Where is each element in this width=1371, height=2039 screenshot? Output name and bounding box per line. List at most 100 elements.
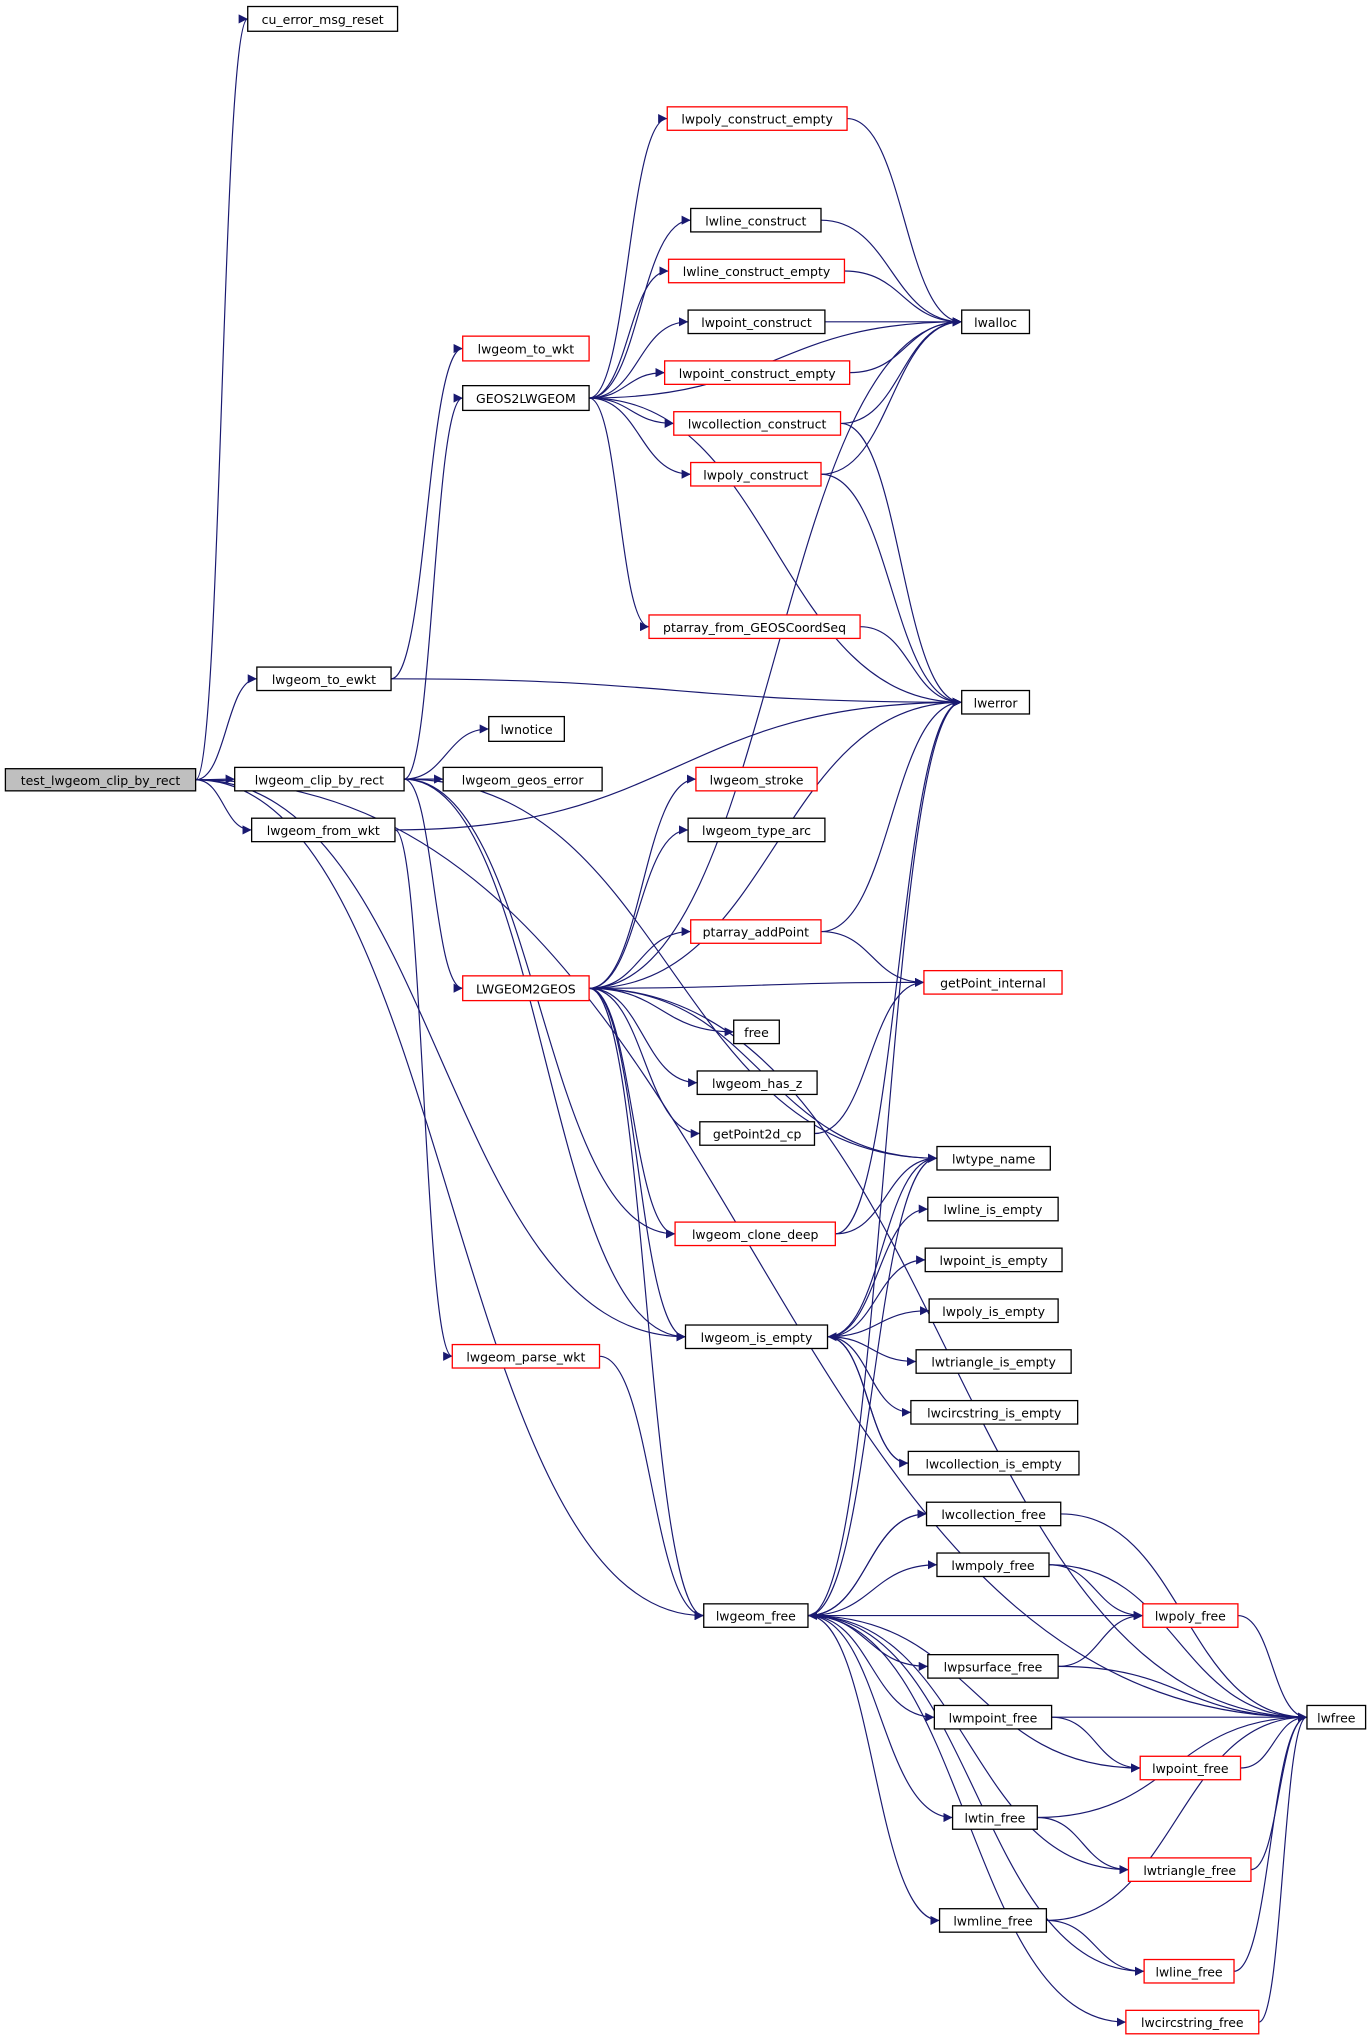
node-lwpoly-free[interactable]: lwpoly_free [1142,1603,1239,1628]
edge-lwgeom_free-to-lwline_free [807,1614,1145,1976]
node-label: lwpoly_construct [703,467,808,482]
node-lwcollection-is-empty[interactable]: lwcollection_is_empty [907,1450,1080,1476]
node-box [923,969,1063,995]
node-geos2lwgeom[interactable]: GEOS2LWGEOM [462,384,590,412]
edge-lwcollection_free-to-lwgeom_free [807,1513,927,1621]
node-lwpoint-construct[interactable]: lwpoint_construct [687,309,826,335]
node-box [703,1603,809,1628]
edge-ptarray_from_GEOSCoordSeq-to-lwerror [860,626,962,707]
node-box [927,1196,1059,1222]
node-lwline-is-empty[interactable]: lwline_is_empty [927,1196,1059,1222]
node-lwcollection-free[interactable]: lwcollection_free [925,1501,1062,1527]
node-box [488,715,565,742]
node-lwmpoly-free[interactable]: lwmpoly_free [936,1552,1050,1578]
node-box [451,1343,601,1369]
node-lwgeom-geos-error[interactable]: lwgeom_geos_error [442,766,603,792]
node-box [695,766,818,792]
node-lwpoint-free[interactable]: lwpoint_free [1139,1755,1242,1781]
node-label: lwerror [974,695,1019,710]
node-lwtin-free[interactable]: lwtin_free [951,1805,1038,1830]
edge-LWGEOM2GEOS-to-lwgeom_free [589,987,704,1621]
node-lwline-construct-empty[interactable]: lwline_construct_empty [667,258,846,284]
node-box [696,1070,818,1096]
node-lwerror[interactable]: lwerror [961,689,1031,715]
node-label: ptarray_addPoint [703,925,810,940]
node-box [951,1805,1038,1830]
edge-lwpoly_free-to-lwfree [1237,1614,1307,1722]
node-lwgeom-is-empty[interactable]: lwgeom_is_empty [684,1324,829,1350]
node-lwnotice[interactable]: lwnotice [488,715,565,742]
node-label: lwmline_free [953,1914,1033,1929]
node-box [927,1654,1059,1679]
node-lwmpoint-free[interactable]: lwmpoint_free [933,1704,1053,1730]
node-label: lwgeom_is_empty [701,1330,813,1345]
edge-lwgeom_clip_by_rect-to-lwgeom_is_empty [404,778,686,1342]
edge-lwgeom_is_empty-to-lwtype_name [827,1153,937,1338]
node-lwtype-name[interactable]: lwtype_name [936,1145,1051,1171]
edge-GEOS2LWGEOM-to-lwline_construct_empty [589,266,669,399]
node-lwgeom-to-wkt[interactable]: lwgeom_to_wkt [462,335,590,362]
edge-lwpoly_construct_empty-to-lwalloc [847,117,962,327]
node-label: lwtype_name [952,1151,1036,1166]
node-label: lwline_construct [705,213,806,228]
node-lwline-free[interactable]: lwline_free [1143,1958,1235,1984]
edge-LWGEOM2GEOS-to-free [589,987,734,1037]
edge-lwgeom_is_empty-to-lwline_is_empty [827,1204,928,1338]
node-lwfree[interactable]: lwfree [1306,1704,1367,1730]
node-lwgeom-type-arc[interactable]: lwgeom_type_arc [687,817,826,843]
node-label: lwtin_free [964,1811,1025,1826]
node-box [690,461,822,487]
node-box [961,689,1031,715]
node-label: lwpoint_construct_empty [679,366,836,381]
node-lwtriangle-free[interactable]: lwtriangle_free [1127,1857,1252,1883]
node-label: lwpoint_free [1152,1761,1229,1776]
node-lwgeom-clip-by-rect[interactable]: lwgeom_clip_by_rect [234,766,405,792]
node-lwalloc[interactable]: lwalloc [961,309,1031,335]
node-label: lwcircstring_is_empty [927,1405,1062,1420]
edge-test_lwgeom_clip_by_rect-to-lwgeom_from_wkt [195,779,252,835]
node-lwgeom-free[interactable]: lwgeom_free [703,1603,809,1628]
node-lwgeom-stroke[interactable]: lwgeom_stroke [695,766,818,792]
node-lwcircstring-is-empty[interactable]: lwcircstring_is_empty [910,1399,1079,1425]
node-ptarray-from-geoscoordseq[interactable]: ptarray_from_GEOSCoordSeq [648,614,861,640]
edge-LWGEOM2GEOS-to-lwgeom_clone_deep [589,987,676,1239]
node-box [924,1247,1063,1273]
node-cu-error-msg-reset[interactable]: cu_error_msg_reset [247,5,399,32]
node-lwgeom-to-ewkt[interactable]: lwgeom_to_ewkt [256,666,392,692]
node-lwmline-free[interactable]: lwmline_free [938,1908,1048,1933]
node-box [247,5,399,32]
node-lwcircstring-free[interactable]: lwcircstring_free [1125,2009,1260,2035]
node-free[interactable]: free [733,1019,780,1045]
edge-lwcircstring_free-to-lwfree [1258,1712,1308,2023]
node-lwpoly-construct-empty[interactable]: lwpoly_construct_empty [666,106,848,131]
node-lwtriangle-is-empty[interactable]: lwtriangle_is_empty [915,1349,1072,1374]
node-lwpoint-construct-empty[interactable]: lwpoint_construct_empty [664,360,851,385]
node-lwgeom-has-z[interactable]: lwgeom_has_z [696,1070,818,1096]
node-ptarray-addpoint[interactable]: ptarray_addPoint [690,919,822,944]
node-lwpsurface-free[interactable]: lwpsurface_free [927,1654,1059,1679]
node-label: lwgeom_to_wkt [478,342,575,357]
edge-lwgeom_is_empty-to-lwcircstring_is_empty [827,1336,911,1417]
edge-lwmpoint_free-to-lwpoint_free [1051,1716,1141,1773]
node-label: lwline_is_empty [944,1202,1043,1217]
node-getpoint-internal[interactable]: getPoint_internal [923,969,1063,995]
node-lwgeom-parse-wkt[interactable]: lwgeom_parse_wkt [451,1343,601,1369]
node-lwgeom-clone-deep[interactable]: lwgeom_clone_deep [674,1221,836,1247]
node-lwpoint-is-empty[interactable]: lwpoint_is_empty [924,1247,1063,1273]
edge-LWGEOM2GEOS-to-lwgeom_type_arc [589,825,689,989]
edge-LWGEOM2GEOS-to-getPoint2d_cp [589,987,700,1139]
edge-lwline_construct-to-lwalloc [820,219,962,327]
node-lwline-construct[interactable]: lwline_construct [690,207,822,233]
node-lwgeom2geos[interactable]: LWGEOM2GEOS [462,975,590,1002]
node-lwgeom-from-wkt[interactable]: lwgeom_from_wkt [250,817,396,843]
edge-lwgeom_is_empty-to-lwpoint_is_empty [827,1255,926,1338]
node-label: free [744,1025,769,1040]
node-lwpoly-construct[interactable]: lwpoly_construct [690,461,822,487]
edge-lwtin_free-to-lwtriangle_free [1037,1816,1129,1875]
node-getpoint2d-cp[interactable]: getPoint2d_cp [699,1121,816,1146]
node-lwcollection-construct[interactable]: lwcollection_construct [673,411,842,436]
edge-LWGEOM2GEOS-to-lwgeom_has_z [589,987,698,1088]
edge-lwgeom_clip_by_rect-to-GEOS2LWGEOM [403,393,463,780]
node-lwpoly-is-empty[interactable]: lwpoly_is_empty [928,1298,1059,1324]
